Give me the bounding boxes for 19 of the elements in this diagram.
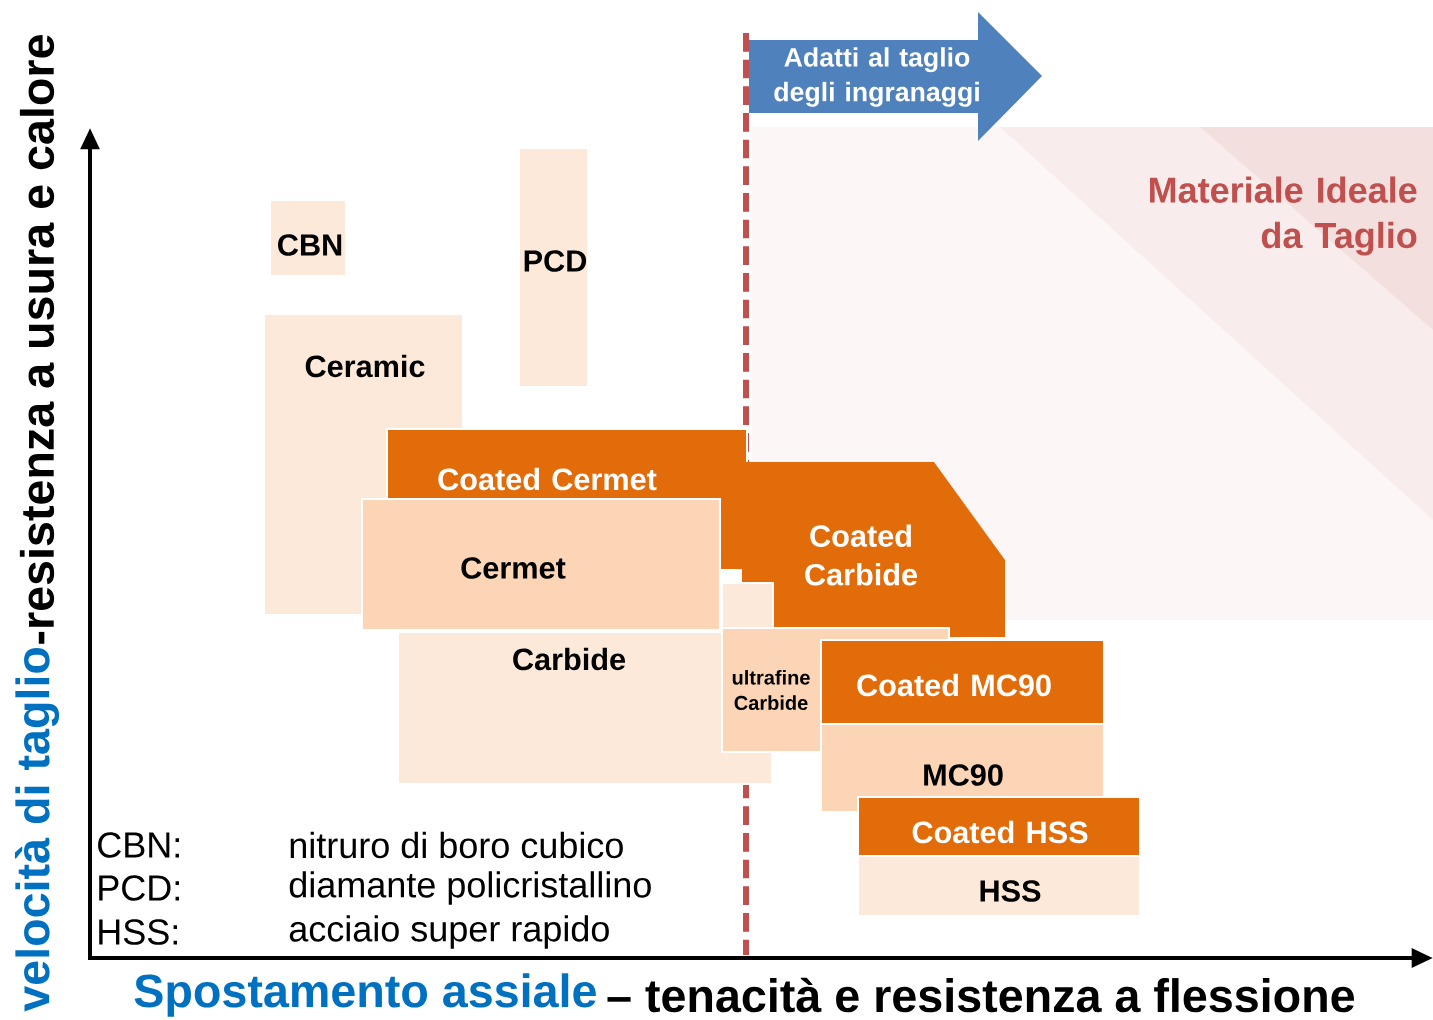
empty-box — [721, 582, 774, 629]
abbreviation: PCD: — [99, 875, 179, 901]
material-box: Coated MC90 — [820, 639, 1105, 725]
definition: acciaio super rapido — [289, 915, 609, 949]
axis-title: -resistenza a usura e calore — [19, 35, 55, 644]
node-label: Coated Carbide — [805, 524, 918, 586]
axis-title: Spostamento assiale — [134, 973, 596, 1017]
definition: diamante policristallino — [289, 871, 651, 905]
callout-text: Materiale Ideale da Taglio — [1150, 176, 1417, 256]
material-box: Cermet — [361, 498, 721, 631]
axis-title: – tenacità e resistenza a flessione — [607, 977, 1355, 1013]
material-box: CBN — [269, 199, 347, 277]
abbreviation: CBN: — [98, 832, 179, 858]
axis-title: velocità di taglio — [14, 647, 60, 1012]
material-box: PCD — [518, 147, 589, 388]
material-box: HSS — [857, 855, 1141, 917]
abbreviation: HSS: — [99, 919, 177, 945]
material-box: Coated HSS — [857, 796, 1141, 857]
definition: nitruro di boro cubico — [290, 831, 623, 859]
